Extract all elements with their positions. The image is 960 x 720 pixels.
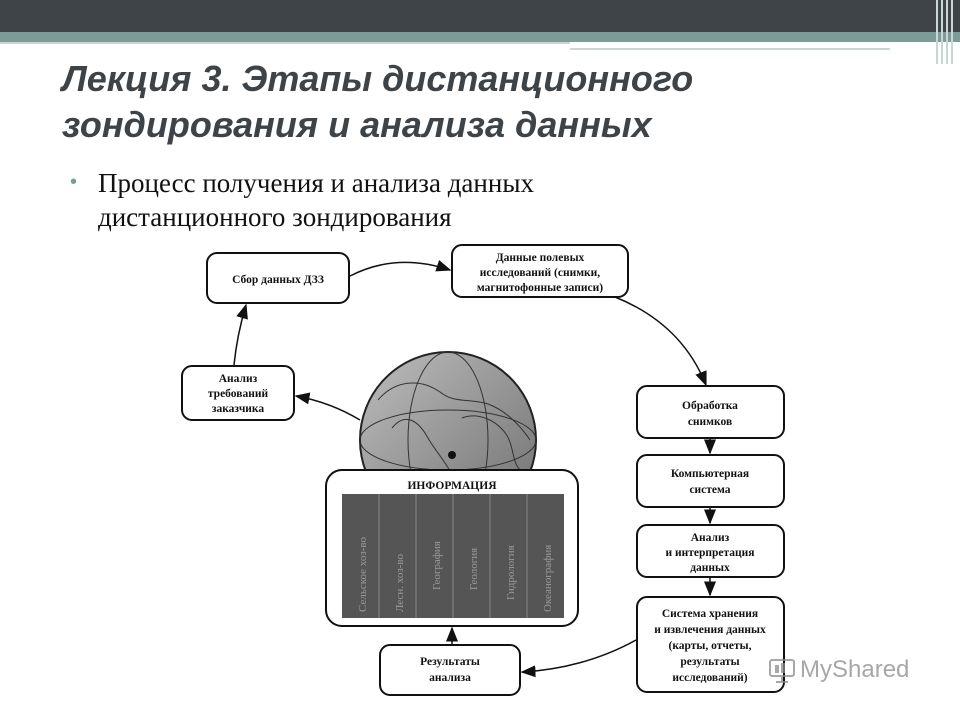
box-requirements [181,365,295,421]
slide-title: Лекция 3. Этапы дистанционного зондирова… [62,56,882,148]
bullet-text: Процесс получения и анализа данных диста… [98,166,534,234]
watermark-text: MyShared [800,656,910,683]
box-collect [206,252,350,304]
top-line-right [570,48,890,50]
box-field-line-1: Данные полевых [496,252,585,264]
box-requirements-line-1: Анализ [219,373,258,385]
box-storage [636,596,785,693]
band-forestry: Лесн. хоз-во [394,553,406,612]
box-storage-line-3: (карты, отчеты, [669,640,752,652]
box-storage-line-2: и извлечения данных [654,624,766,636]
band-agriculture: Сельское хоз-во [357,536,369,612]
box-collect-label: Сбор данных ДЗЗ [232,274,324,286]
info-band-dividers [378,494,528,618]
box-field-line-3: магнитофонные записи) [477,282,603,294]
box-computer-line-1: Компьютерная [671,468,749,480]
box-analysis-line-2: и интерпретация [665,547,754,559]
band-geology: Геология [468,548,480,590]
box-field-data [451,244,629,298]
top-bar [0,0,960,32]
top-stripe [0,32,960,42]
bullet-line-2: дистанционного зондирования [98,202,452,232]
box-processing [636,385,785,439]
band-geography: География [431,541,443,590]
watermark: MyShared [768,656,909,684]
corner-decoration [936,0,954,64]
band-hydrology: Гидрология [505,545,517,600]
box-processing-line-1: Обработка [682,400,738,412]
box-computer [636,454,785,508]
arrow-requirements-to-collect [233,303,248,366]
box-field-line-2: исследований (снимки, [480,267,601,279]
box-requirements-line-2: требований [208,388,269,400]
box-analysis [636,524,785,578]
band-oceanography: Океанография [542,545,554,612]
box-analysis-line-3: данных [690,562,730,574]
box-requirements-line-3: заказчика [212,403,265,415]
bullet-dot-icon: • [70,171,78,193]
box-processing-line-2: снимков [688,416,732,428]
box-results-line-1: Результаты [420,656,480,668]
title-line-1: Лекция 3. Этапы дистанционного [62,58,694,99]
box-storage-line-4: результаты [680,656,739,668]
info-label: ИНФОРМАЦИЯ [407,480,497,492]
box-results-line-2: анализа [429,672,471,684]
arrow-field-to-processing [614,296,707,387]
arrow-info-to-requirements [294,392,361,421]
bullet-item: • Процесс получения и анализа данных дис… [70,166,830,234]
box-results [379,644,521,696]
myshared-logo-icon [769,659,795,683]
box-computer-line-2: система [689,484,730,496]
box-storage-line-1: Система хранения [662,608,758,620]
title-line-2: зондирования и анализа данных [62,104,652,145]
box-analysis-line-1: Анализ [691,532,730,544]
arrow-storage-to-results [520,639,637,678]
arrow-collect-to-field [349,260,452,277]
top-line [0,42,570,44]
box-storage-line-5: исследований) [672,672,747,684]
bullet-line-1: Процесс получения и анализа данных [98,168,534,198]
